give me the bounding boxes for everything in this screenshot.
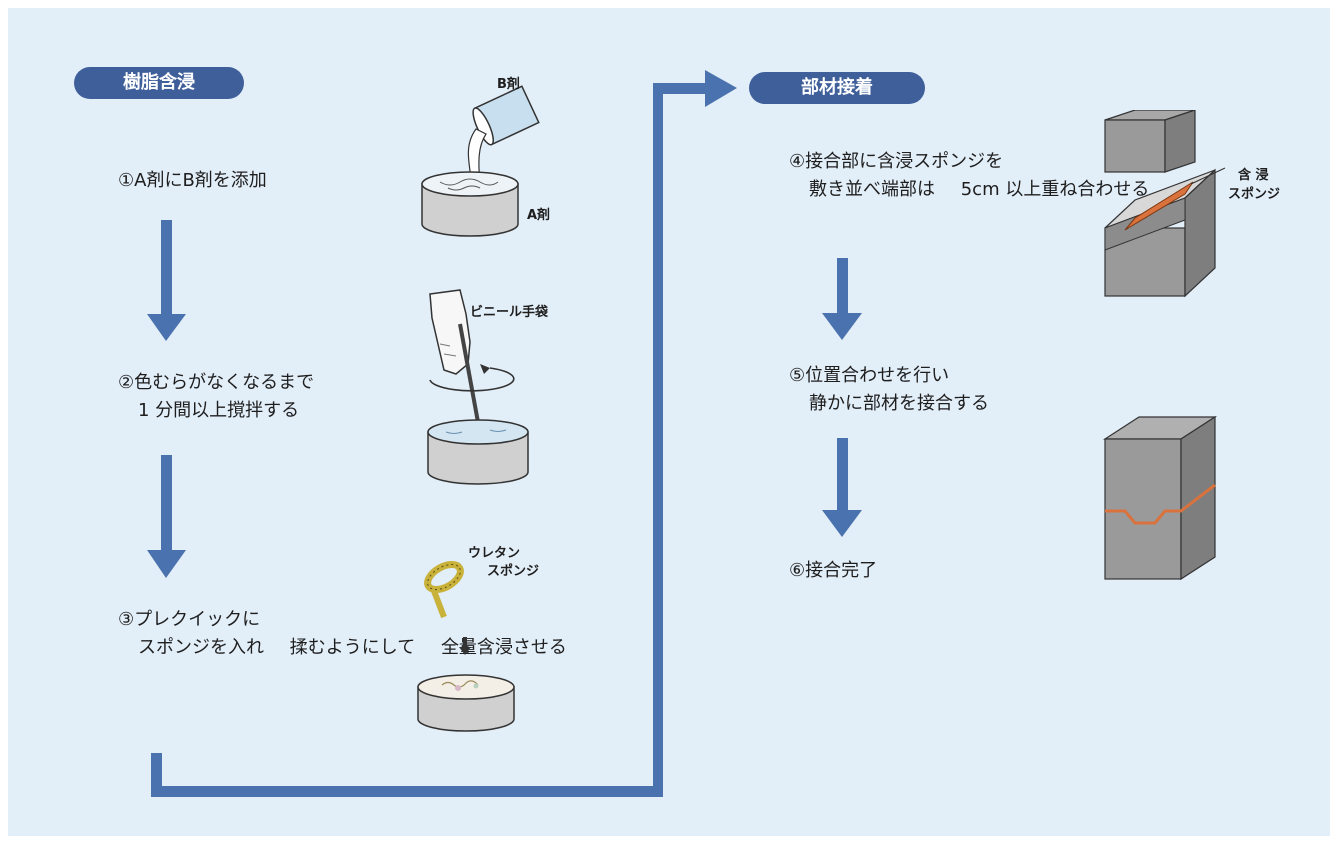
step-3: ③プレクイックに スポンジを入れ 揉むようにして 全量含浸させる: [118, 606, 567, 662]
step-5-line-2: 静かに部材を接合する: [809, 393, 989, 414]
down-arrow-icon: [459, 637, 471, 655]
step-2: ②色むらがなくなるまで 1 分間以上撹拌する: [118, 369, 314, 425]
section-badge-member-bonding: 部材接着: [749, 72, 925, 104]
arrow-step2-to-step3: [147, 455, 186, 578]
step-3-line-4: 全量含浸させる: [440, 637, 567, 658]
arrow-step1-to-step2: [147, 220, 186, 341]
urethane-label-line-1: ウレタン: [468, 546, 521, 561]
stirring-illustration: [427, 289, 529, 485]
a-agent-label: A剤: [527, 208, 551, 223]
mixing-agents-illustration: [421, 85, 540, 237]
impregnation-bowl: [417, 674, 515, 732]
step-3-line-1: ③プレクイックに: [118, 609, 261, 630]
urethane-label-line-2: スポンジ: [487, 564, 540, 579]
arrow-connector-left-to-right: [151, 70, 737, 797]
lower-concrete-block: [1104, 168, 1216, 298]
sponge-strip: [1124, 181, 1194, 231]
step-4-line-1: ④接合部に含浸スポンジを: [789, 151, 1004, 172]
b-agent-label: B剤: [497, 77, 520, 92]
arrow-step4-to-step5: [822, 258, 862, 340]
sponge-impregnation-illustration: [417, 561, 515, 732]
vinyl-glove-label: ビニール手袋: [470, 305, 549, 320]
step-4-line-2: 敷き並べ端部は: [809, 179, 935, 200]
step-2-line-2: 1 分間以上撹拌する: [138, 400, 300, 421]
step-4: ④接合部に含浸スポンジを 敷き並べ端部は 5cm 以上重ね合わせる: [789, 148, 1149, 204]
step-4-line-3: 5cm 以上重ね合わせる: [960, 179, 1150, 200]
section-badge-resin-impregnation: 樹脂含浸: [74, 67, 244, 99]
step-6: ⑥接合完了: [789, 557, 877, 585]
urethane-sponge-icon: [424, 561, 464, 619]
impregnated-sponge-label-line-1: 含 浸: [1238, 168, 1269, 183]
bonded-joint-line: [1105, 483, 1216, 525]
impregnated-sponge-label-line-2: スポンジ: [1228, 187, 1281, 202]
step-5-line-1: ⑤位置合わせを行い: [789, 365, 950, 386]
rotation-arrow-icon: [429, 367, 515, 392]
upper-concrete-block: [1104, 110, 1196, 173]
bonded-block-illustration: [1102, 415, 1218, 581]
joint-sponge-illustration: [1104, 110, 1226, 298]
step-2-line-1: ②色むらがなくなるまで: [118, 372, 315, 393]
step-3-line-2: スポンジを入れ: [138, 637, 264, 658]
vinyl-glove-icon: [429, 289, 471, 375]
step-6-line-1: ⑥接合完了: [789, 560, 878, 581]
step-1: ①A剤にB剤を添加: [118, 167, 267, 195]
b-agent-cup: [472, 85, 540, 146]
step-5: ⑤位置合わせを行い 静かに部材を接合する: [789, 362, 989, 418]
arrow-step5-to-step6: [822, 438, 862, 537]
mixing-bowl: [427, 419, 529, 485]
step-3-line-3: 揉むようにして: [289, 637, 416, 658]
step-1-line-1: ①A剤にB剤を添加: [118, 170, 267, 191]
a-agent-bowl: [421, 171, 519, 237]
